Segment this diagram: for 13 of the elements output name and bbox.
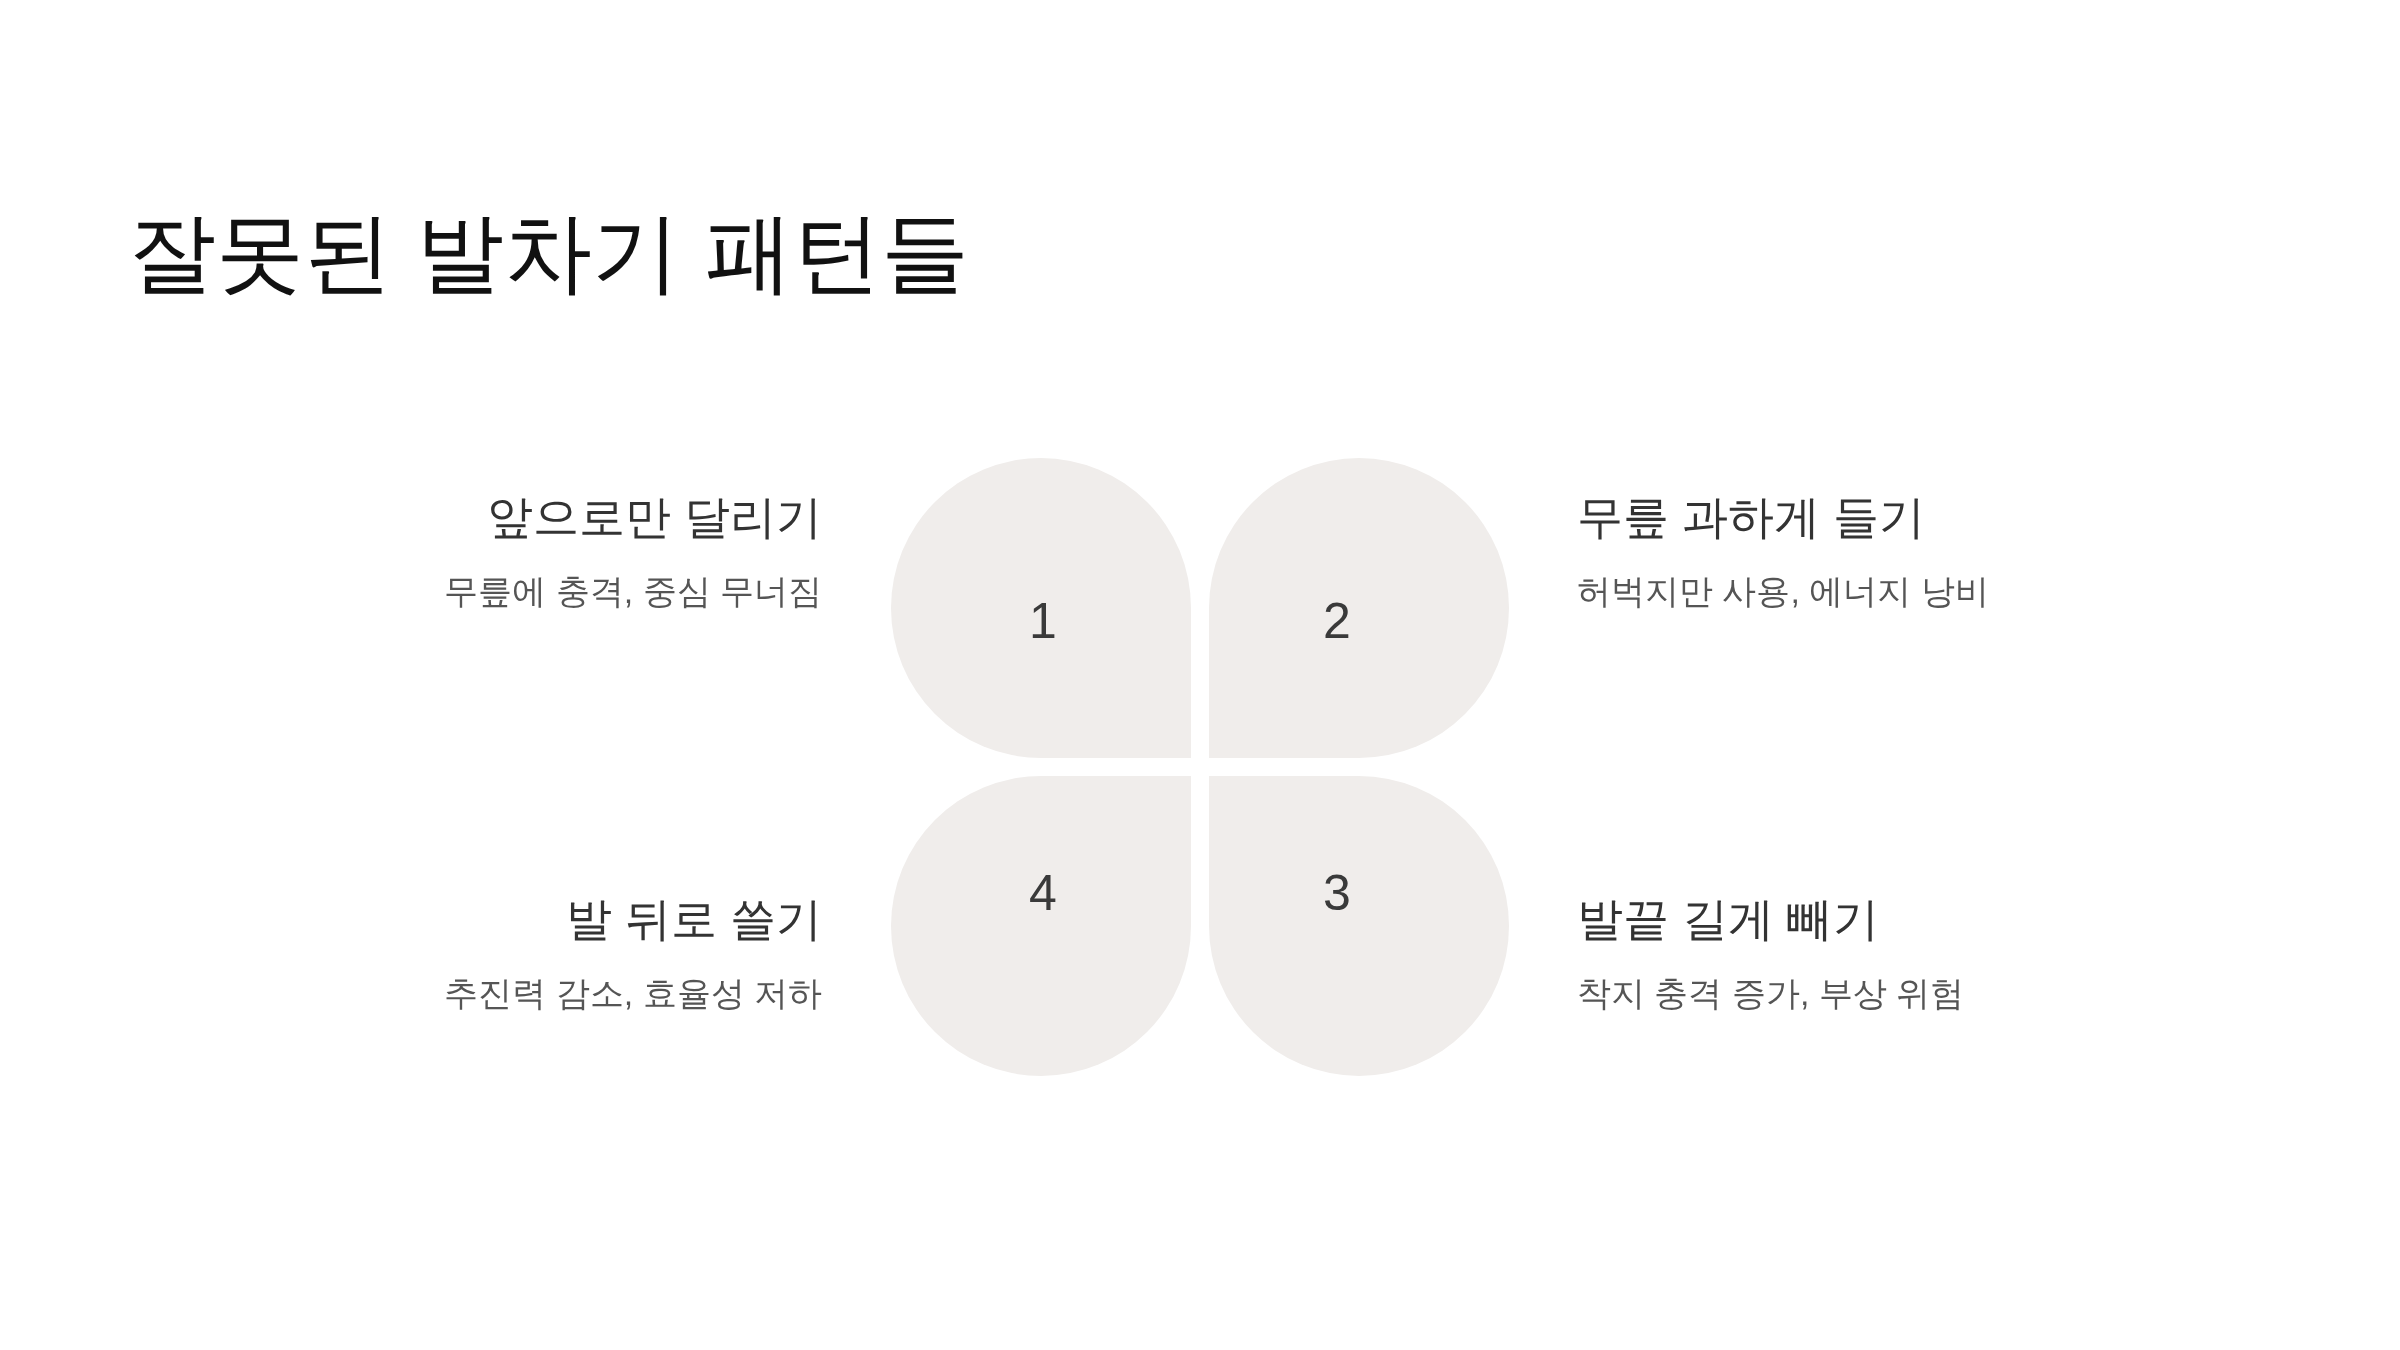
pattern-heading: 발 뒤로 쓸기: [566, 892, 822, 947]
pattern-description: 허벅지만 사용, 에너지 낭비: [1577, 571, 1989, 612]
pattern-description: 착지 충격 증가, 부상 위험: [1577, 973, 1965, 1014]
pattern-heading: 발끝 길게 빼기: [1577, 892, 1879, 947]
pattern-heading: 무릎 과하게 들기: [1577, 490, 1925, 545]
step-number: 1: [1029, 596, 1057, 646]
pattern-description: 추진력 감소, 효율성 저하: [444, 973, 822, 1014]
step-number: 2: [1323, 596, 1351, 646]
pattern-heading: 앞으로만 달리기: [487, 490, 822, 545]
step-number: 3: [1323, 868, 1351, 918]
step-number: 4: [1029, 868, 1057, 918]
pattern-description: 무릎에 충격, 중심 무너짐: [444, 571, 822, 612]
slide-title: 잘못된 발차기 패턴들: [128, 202, 969, 304]
